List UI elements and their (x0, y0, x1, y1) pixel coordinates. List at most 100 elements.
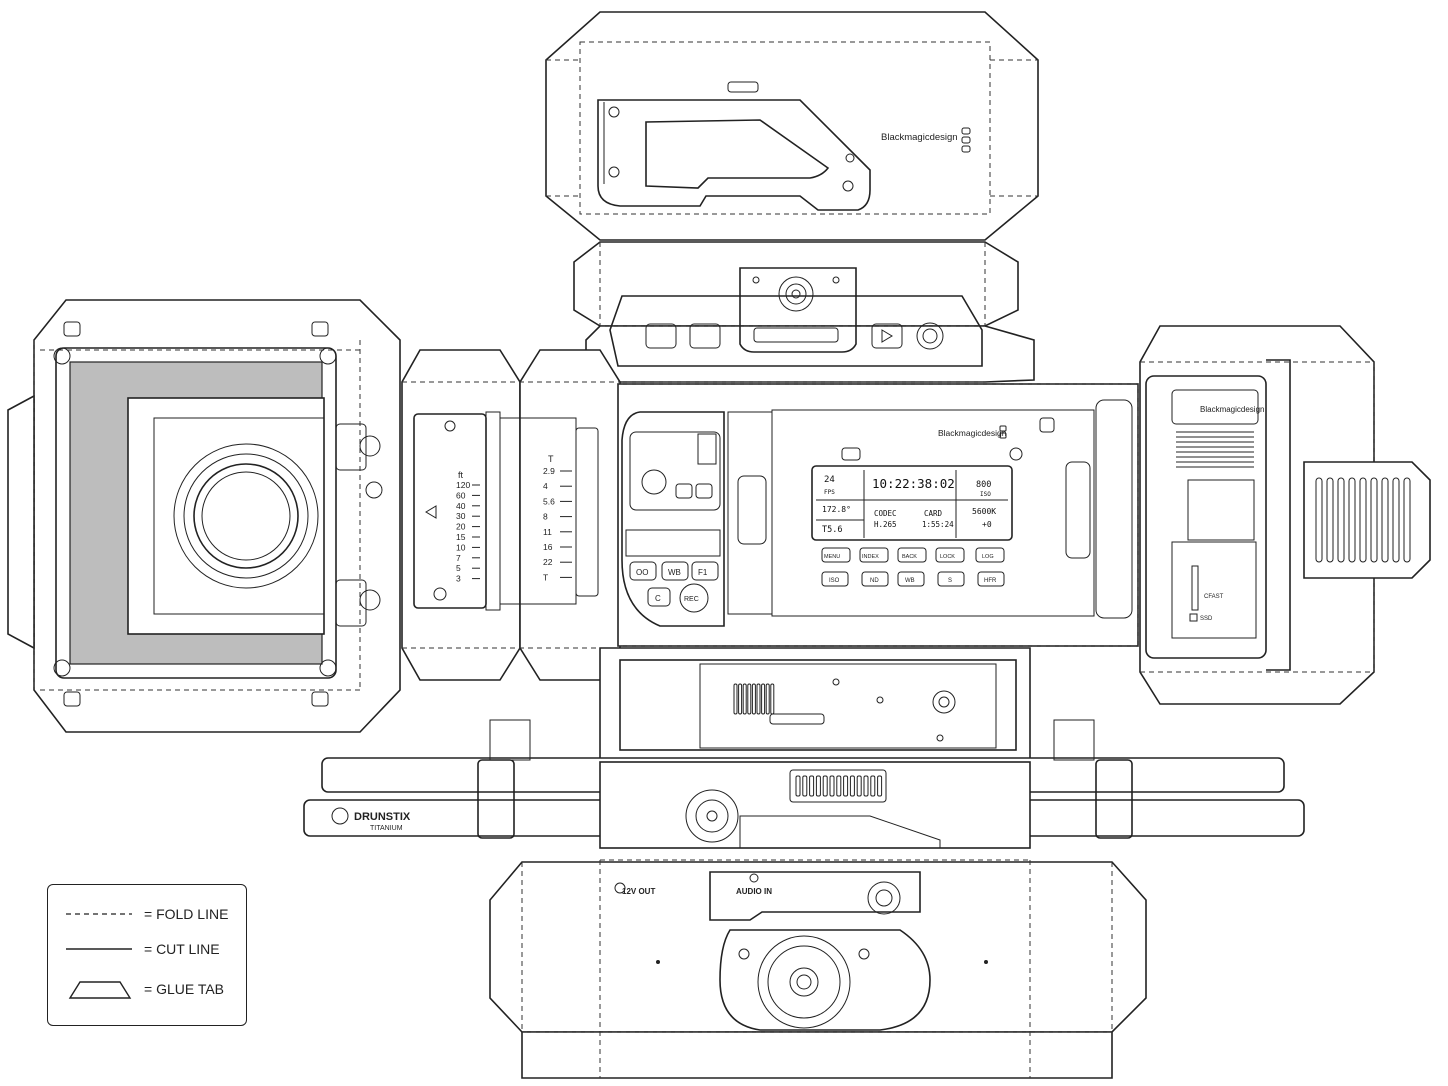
lcd-iso: 800 (976, 480, 991, 490)
top-panel: Blackmagicdesign (545, 11, 1039, 241)
fan-slot (1403, 477, 1411, 563)
fan-slot (1326, 477, 1334, 563)
top-handle (597, 81, 871, 211)
slot-cfast-label: CFAST (1204, 594, 1224, 600)
bottom-vent-slot (761, 683, 766, 715)
rod-brand: DRUNSTIX (354, 811, 411, 823)
rod-vent-slot (795, 775, 801, 797)
top-button-play (871, 323, 903, 349)
feet-tick-8: 5 (456, 563, 461, 573)
lcd-aperture: T5.6 (822, 525, 842, 535)
mount-ring (757, 935, 851, 1029)
rod-vent-slot (815, 775, 821, 797)
btn-nd: ND (870, 578, 879, 584)
lcd-shutter: 172.8° (822, 505, 851, 514)
lcd-card-value: 1:55:24 (922, 520, 954, 529)
fan-slot (1381, 477, 1389, 563)
lcd-buttons: MENU INDEX BACK LOCK LOG ISO ND WB S HFR (821, 547, 1005, 587)
bottom-vent-slot (738, 683, 743, 715)
t-tick-1: 4 (543, 481, 548, 491)
btn-iso: ISO (829, 578, 840, 584)
feet-tick-1: 60 (456, 490, 466, 500)
lcd-display: 24 FPS 10:22:38:02 800 ISO 172.8° T5.6 C… (811, 465, 1013, 541)
rod-rig: DRUNSTIX TITANIUM (303, 719, 1305, 849)
lens-feet-label: ft (458, 470, 464, 480)
t-tick-2: 5.6 (543, 496, 555, 506)
feet-tick-0: 120 (456, 480, 470, 490)
cam-button: C (655, 594, 661, 603)
slot-ssd-label: SSD (1200, 616, 1213, 622)
bottom-vents (733, 683, 775, 715)
lens-panel: ft T (401, 349, 621, 681)
brand-logo-rear: Blackmagicdesign (1200, 405, 1264, 414)
bottom-vent-slot (765, 683, 770, 715)
brand-logo-side: Blackmagicdesign (938, 428, 1007, 438)
lcd-fps-unit: FPS (824, 489, 835, 496)
rod-vent-slot (870, 775, 876, 797)
bottom-vent-slot (733, 683, 738, 715)
lcd-codec-label: CODEC (874, 509, 897, 518)
bottom-vent-slot (756, 683, 761, 715)
fan-slot (1370, 477, 1378, 563)
feet-tick-5: 15 (456, 532, 466, 542)
btn-index: INDEX (862, 554, 879, 560)
t-tick-5: 16 (543, 542, 553, 552)
feet-tick-9: 3 (456, 574, 461, 584)
rod-vent-slot (822, 775, 828, 797)
brand-logo-top: Blackmagicdesign (881, 132, 958, 143)
rod-vent-slot (856, 775, 862, 797)
matte-box (7, 299, 401, 733)
t-tick-3: 8 (543, 512, 548, 522)
lcd-fps: 24 (824, 475, 835, 485)
lcd-codec-value: H.265 (874, 520, 897, 529)
legend-glue-label: = GLUE TAB (144, 981, 225, 997)
legend-glue: = GLUE TAB (48, 978, 246, 1002)
btn-log: LOG (982, 554, 994, 560)
rod-vent-slot (849, 775, 855, 797)
t-tick-6: 22 (543, 557, 553, 567)
btn-menu: MENU (824, 554, 840, 560)
fan-slot (1359, 477, 1367, 563)
rod-vent-slot (877, 775, 883, 797)
lens-t-label: T (548, 454, 554, 464)
fan-slot (1337, 477, 1345, 563)
rod-vent-slot (836, 775, 842, 797)
legend-cut: = CUT LINE (48, 938, 246, 962)
side-button-wb: WB (668, 568, 681, 577)
rod-vent-slot (843, 775, 849, 797)
t-tick-4: 11 (543, 527, 552, 537)
lcd-iso-unit: ISO (980, 491, 991, 498)
rear-panel: Blackmagicdesign CFAST SSD (1139, 325, 1431, 705)
lcd-tint: +0 (982, 520, 992, 529)
bottom-vent-slot (751, 683, 756, 715)
rod-material: TITANIUM (370, 825, 403, 832)
rod-vent-slot (829, 775, 835, 797)
side-button-oo: OO (636, 568, 648, 577)
top-front-panel (573, 241, 1035, 383)
bmd-logo-mark (961, 127, 971, 153)
fan-slot (1348, 477, 1356, 563)
bottom-panel (599, 647, 1031, 761)
fan-slot (1392, 477, 1400, 563)
top-button-2 (689, 323, 721, 349)
glue-tab-icon (68, 981, 132, 999)
rod-vents (795, 775, 883, 797)
t-tick-7: T (543, 572, 548, 582)
legend-fold: = FOLD LINE (48, 903, 246, 927)
port-power-label: 12V OUT (622, 887, 655, 896)
side-knob (641, 469, 667, 495)
lcd-timecode: 10:22:38:02 (872, 476, 955, 491)
btn-s: S (948, 578, 952, 584)
legend-box: = FOLD LINE = CUT LINE = GLUE TAB (47, 884, 247, 1026)
pl-mount (173, 443, 319, 589)
btn-hfr: HFR (984, 578, 997, 584)
fan-slot (1315, 477, 1323, 563)
btn-wb: WB (905, 578, 915, 584)
feet-tick-2: 40 (456, 501, 466, 511)
feet-tick-3: 30 (456, 511, 466, 521)
feet-tick-7: 7 (456, 553, 461, 563)
rod-vent-slot (863, 775, 869, 797)
